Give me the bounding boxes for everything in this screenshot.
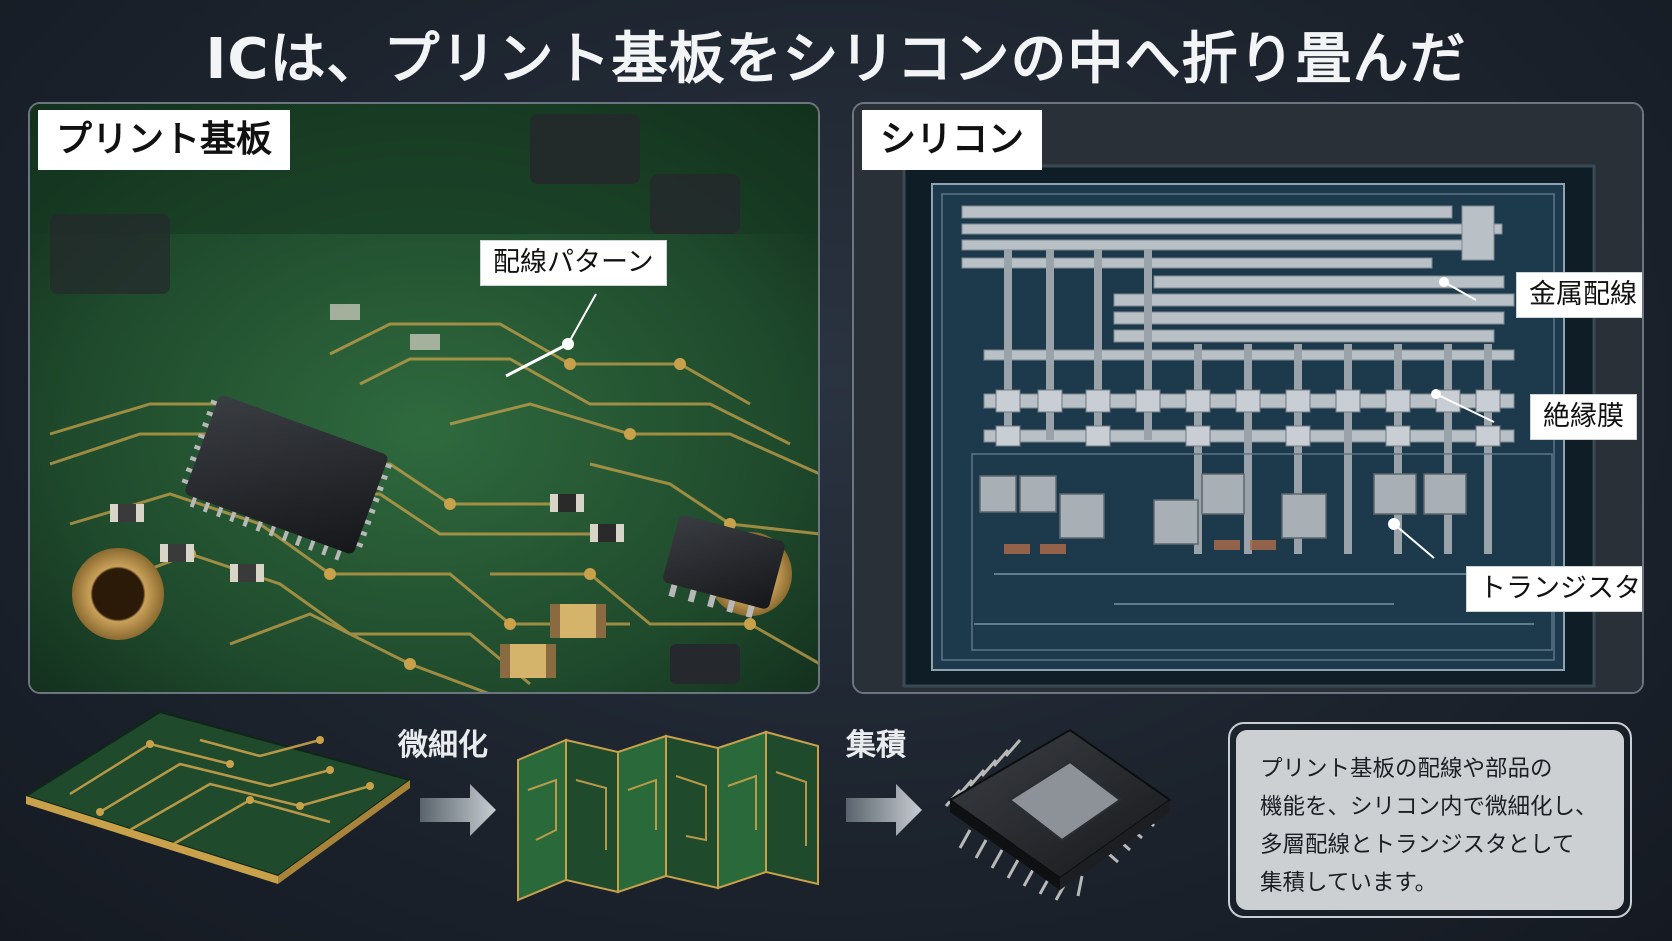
description-box: プリント基板の配線や部品の 機能を、シリコン内で微細化し、 多層配線とトランジス… [1228,722,1632,918]
pcb-illustration [30,104,818,692]
mounting-hole [72,548,164,640]
metal-wiring-callout: 金属配線 [1516,272,1642,319]
qfp-chip [181,395,393,561]
flat-pcb-board [23,710,413,884]
transistor-callout: トランジスタ [1466,566,1642,613]
soic-chip [663,515,785,619]
qfp-package [944,728,1172,901]
integration-label: 集積 [846,728,906,763]
pcb-panel-label: プリント基板 [38,110,291,170]
folded-pcb [517,730,819,902]
miniaturization-label: 微細化 [398,728,488,763]
smd-components [110,304,740,684]
arrow-right-icon [846,784,922,836]
description-line: 多層配線とトランジスタとして [1260,832,1575,858]
vias-columns [1004,250,1492,554]
wiring-pattern-callout: 配線パターン [480,240,667,287]
page-title: ICは、プリント基板をシリコンの中へ折り畳んだ [205,27,1467,92]
silicon-die-panel: シリコン 金属配線 絶縁膜 トランジスタ [852,102,1644,694]
arrow-right-icon [420,784,496,836]
description-line: プリント基板の配線や部品の [1260,756,1553,782]
transistors [979,473,1467,545]
insulator-film-callout: 絶縁膜 [1530,394,1637,441]
pcb-photo-panel: プリント基板 配線パターン [28,102,820,694]
description-text: プリント基板の配線や部品の 機能を、シリコン内で微細化し、 多層配線とトランジス… [1236,730,1624,910]
description-line: 機能を、シリコン内で微細化し、 [1260,794,1598,820]
silicon-panel-label: シリコン [862,110,1043,170]
description-line: 集積しています。 [1260,870,1438,896]
